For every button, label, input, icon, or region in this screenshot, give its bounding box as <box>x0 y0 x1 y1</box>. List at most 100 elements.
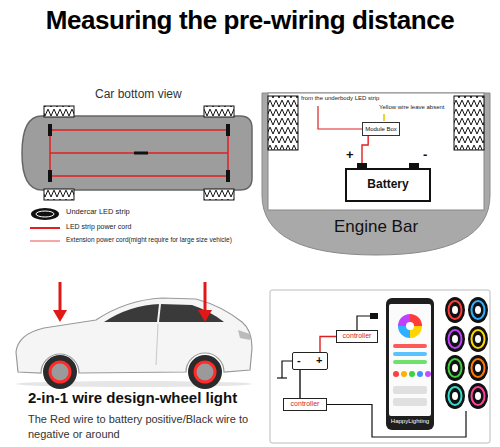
wire <box>357 316 370 330</box>
rock-lights <box>468 355 488 381</box>
plug <box>370 313 378 319</box>
power-cord <box>50 130 228 176</box>
wheel <box>44 106 74 117</box>
battery-box: +-Battery <box>345 168 431 202</box>
app-row <box>393 398 427 406</box>
extension-cord-swatch <box>30 241 60 242</box>
connector-plug <box>134 152 148 155</box>
rock-lights <box>449 359 462 377</box>
battery-terminal <box>357 163 367 168</box>
door-line <box>156 324 158 365</box>
phone-screen <box>389 304 431 416</box>
box-label: controller <box>291 400 320 408</box>
rock-lights <box>445 383 465 409</box>
controller-box: controller <box>336 330 378 343</box>
rock-lights <box>475 306 481 314</box>
rock-lights <box>445 326 465 352</box>
led-strip-swatch <box>31 208 59 220</box>
ground-symbol <box>277 377 287 378</box>
app-slider <box>393 360 427 364</box>
controller-box: controller <box>283 398 327 411</box>
rock-lights <box>452 364 458 372</box>
rock-lights <box>468 297 488 323</box>
legend-swatches <box>30 208 60 241</box>
engine-bar-panel: Engine Bar Module Box +-Battery <box>262 93 490 255</box>
legend-text: Undercar LED strip <box>66 208 130 217</box>
car-bottom-view <box>22 106 252 200</box>
pointer-arrow <box>53 310 67 322</box>
app-button <box>393 371 399 377</box>
power-cord-swatch <box>30 227 60 229</box>
wheel-light <box>50 362 70 382</box>
engine-bay <box>262 93 490 255</box>
phone <box>386 298 434 430</box>
battery-symbol: -+ <box>292 352 328 370</box>
section-heading: 2-in-1 wire design-wheel light <box>28 389 237 406</box>
box-label: Module Box <box>365 126 397 133</box>
app-row <box>393 386 427 394</box>
wheel <box>188 355 222 389</box>
app-button <box>417 371 423 377</box>
rock-lights <box>452 392 458 400</box>
app-slider <box>393 352 427 356</box>
led-strip <box>226 124 230 136</box>
engine-bay <box>262 93 490 255</box>
app-button <box>409 371 415 377</box>
rock-lights <box>449 301 462 319</box>
box-label: controller <box>343 332 372 340</box>
rock-lights <box>472 359 485 377</box>
yellow-wire <box>383 114 385 121</box>
wheel <box>44 189 74 200</box>
rock-lights <box>475 364 481 372</box>
strip-wire <box>318 106 365 129</box>
wire-connector <box>320 337 336 353</box>
rock-lights <box>468 326 488 352</box>
headlight <box>238 330 250 340</box>
wheel-well <box>454 96 484 150</box>
wheel <box>204 189 234 200</box>
wiring-panel <box>270 290 490 443</box>
led-strip <box>48 124 52 136</box>
legend-text: LED strip power cord <box>66 223 131 231</box>
phone <box>386 298 434 430</box>
terminal-sign: + <box>316 354 322 367</box>
wheel-well <box>268 96 298 150</box>
led-strip-swatch <box>36 211 54 217</box>
terminal-sign: - <box>297 354 301 367</box>
led-strip <box>226 170 230 182</box>
car-pillar <box>158 304 160 322</box>
phone-app: HappyLighting <box>386 298 434 430</box>
rock-lights <box>468 383 488 409</box>
terminal-sign: + <box>346 148 354 163</box>
wire-note: from the underbody LED strip <box>301 95 379 102</box>
rock-lights <box>475 392 481 400</box>
app-name: HappyLighting <box>391 418 429 425</box>
engine-bay <box>268 93 484 210</box>
legend-text: Extension power cord(might require for l… <box>66 236 232 243</box>
car-bottom-view <box>22 116 252 190</box>
panel-title: Engine Bar <box>334 217 418 237</box>
rock-lights <box>445 355 465 381</box>
rock-lights <box>472 330 485 348</box>
color-wheel <box>406 322 414 330</box>
rock-lights <box>472 301 485 319</box>
ground-wire <box>282 361 292 378</box>
box-label: Battery <box>367 178 408 192</box>
rock-lights <box>445 297 488 409</box>
led-strip <box>48 170 52 182</box>
pointer-arrow <box>59 282 62 312</box>
rock-lights <box>472 387 485 405</box>
rock-lights <box>475 335 481 343</box>
app-button <box>425 371 431 377</box>
battery-terminal <box>409 163 419 168</box>
power-cord <box>50 152 228 154</box>
title: Measuring the pre-wiring distance <box>46 6 455 36</box>
wheel <box>204 106 234 117</box>
app-button <box>401 371 407 377</box>
wire-connector <box>299 370 300 398</box>
wiring-panel <box>270 290 490 443</box>
pointer-arrow <box>198 310 212 322</box>
rock-lights <box>449 387 462 405</box>
car-side-view <box>16 282 252 389</box>
